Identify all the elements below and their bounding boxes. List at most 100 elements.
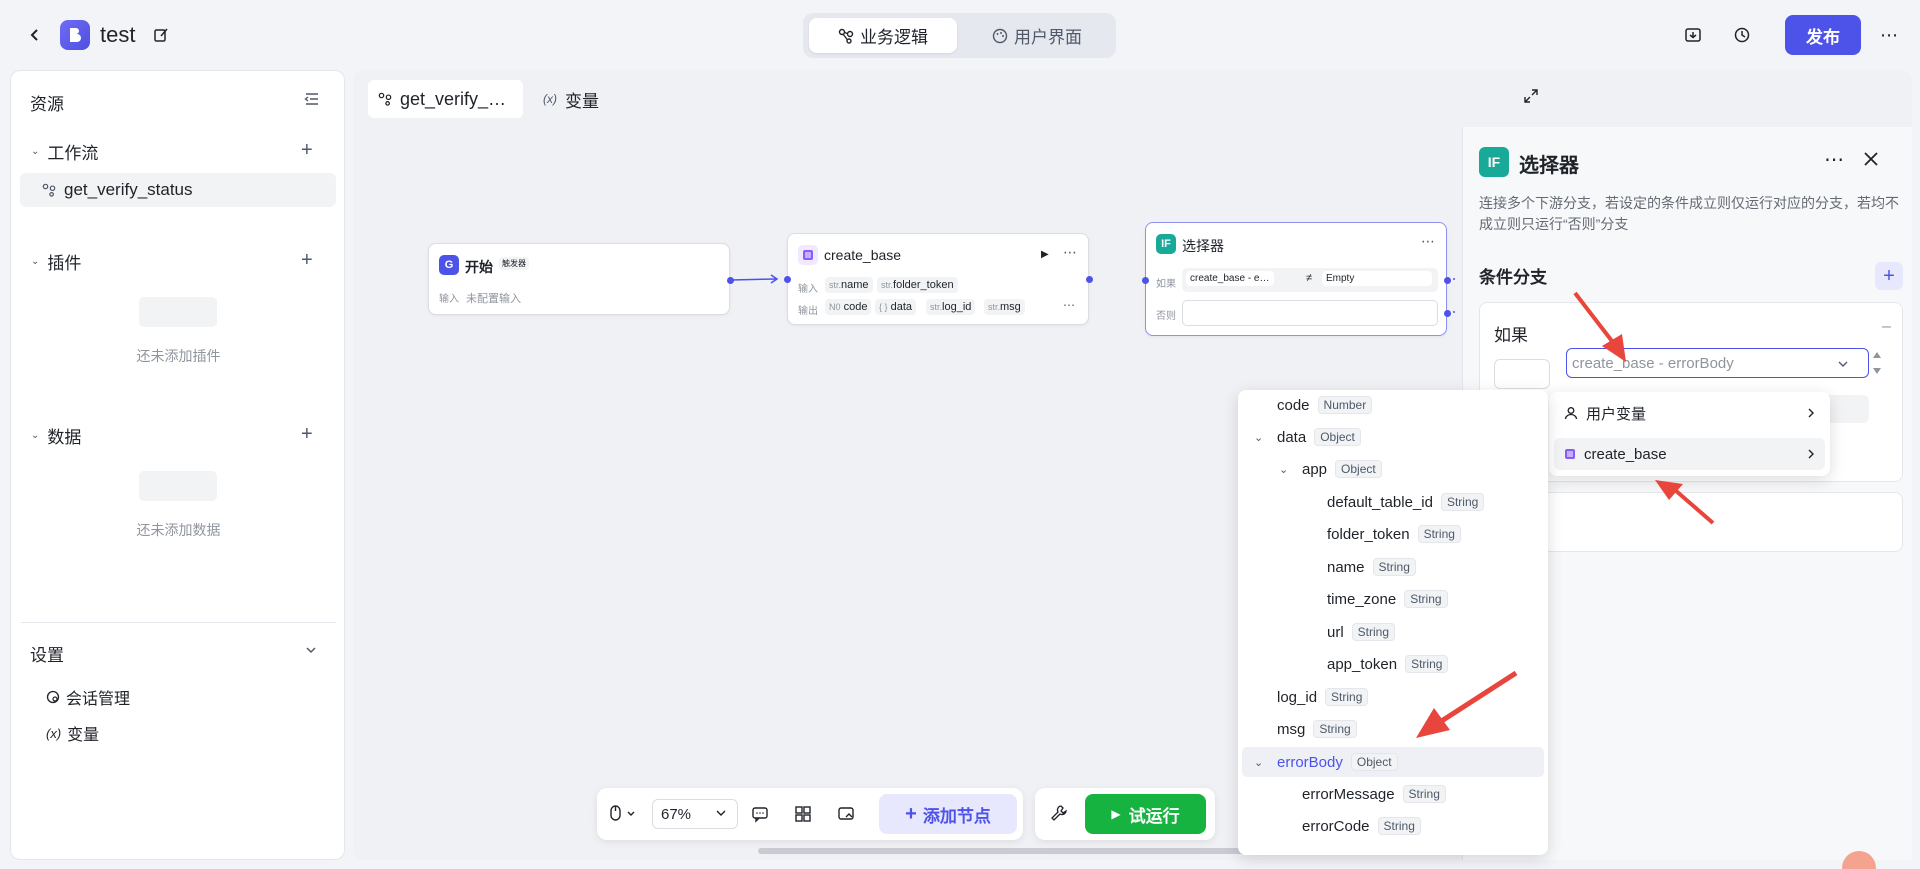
if-icon: IF bbox=[1156, 234, 1176, 254]
condition-row[interactable]: create_base - e… ≠ Empty bbox=[1182, 268, 1438, 292]
node-more-icon[interactable]: ⋯ bbox=[1063, 244, 1077, 260]
plugin-section[interactable]: ⌄ 插件 bbox=[31, 249, 81, 274]
more-outputs-icon[interactable]: ⋯ bbox=[1063, 298, 1075, 312]
start-node[interactable]: G 开始 触发器 输入 未配置输入 bbox=[428, 243, 734, 315]
run-node-icon[interactable]: ▶ bbox=[1041, 249, 1049, 260]
tab-user-interface[interactable]: 用户界面 bbox=[963, 18, 1111, 53]
avatar[interactable] bbox=[1842, 851, 1876, 869]
variable-select-value: create_base - errorBody bbox=[1572, 354, 1734, 372]
settings-item-variables[interactable]: (x) 变量 bbox=[46, 721, 99, 745]
publish-button[interactable]: 发布 bbox=[1785, 15, 1861, 55]
settings-title: 设置 bbox=[30, 646, 64, 665]
sidebar-item-workflow[interactable]: get_verify_status bbox=[20, 173, 336, 207]
condition-right: Empty bbox=[1322, 271, 1432, 286]
chevron-down-icon: ⌄ bbox=[31, 256, 40, 267]
layout-icon[interactable] bbox=[794, 805, 812, 823]
tab-business-logic[interactable]: 业务逻辑 bbox=[809, 18, 957, 53]
chevron-down-icon: ⌄ bbox=[31, 430, 40, 441]
chevron-down-icon: ⌄ bbox=[1254, 431, 1264, 444]
output-port[interactable] bbox=[1086, 276, 1093, 283]
create-base-node[interactable]: create_base ▶ ⋯ 输入 str.name str.folder_t… bbox=[784, 233, 1093, 325]
add-condition-button[interactable]: + bbox=[1875, 262, 1903, 290]
add-data-icon[interactable]: + bbox=[301, 423, 313, 445]
logic-operator-select[interactable] bbox=[1494, 359, 1550, 389]
menu-item-label: create_base bbox=[1584, 445, 1667, 463]
edit-icon[interactable] bbox=[150, 24, 172, 46]
tab-workflow[interactable]: get_verify_… bbox=[368, 80, 523, 118]
workflow-icon bbox=[42, 183, 56, 197]
wrench-icon[interactable] bbox=[1050, 804, 1068, 822]
plugin-icon bbox=[798, 245, 818, 265]
input-port[interactable] bbox=[1142, 277, 1149, 284]
output-port[interactable] bbox=[727, 277, 734, 284]
menu-item-create-base[interactable]: create_base bbox=[1554, 438, 1825, 470]
collapse-icon[interactable]: – bbox=[1882, 318, 1891, 335]
data-empty-text: 还未添加数据 bbox=[136, 522, 221, 538]
output-port[interactable] bbox=[1444, 277, 1451, 284]
tab-variables[interactable]: (x) 变量 bbox=[543, 80, 599, 118]
workflow-icon bbox=[378, 92, 392, 106]
node-more-icon[interactable]: ⋯ bbox=[1421, 233, 1435, 249]
if-branch-label: 如果 bbox=[1494, 326, 1528, 345]
horizontal-scrollbar[interactable] bbox=[758, 848, 1330, 854]
tab-variables-label: 变量 bbox=[565, 91, 599, 111]
settings-item-session[interactable]: 会话管理 bbox=[46, 685, 130, 709]
data-section[interactable]: ⌄ 数据 bbox=[31, 423, 81, 448]
condition-left: create_base - e… bbox=[1186, 271, 1274, 286]
variable-source-dropdown: 用户变量 create_base bbox=[1549, 392, 1830, 476]
output-port[interactable] bbox=[1444, 310, 1451, 317]
panel-more-icon[interactable]: ⋯ bbox=[1824, 149, 1844, 171]
output-chip: { } data bbox=[875, 299, 916, 315]
chevron-down-icon[interactable] bbox=[304, 643, 318, 657]
back-icon[interactable] bbox=[22, 22, 48, 48]
chevron-right-icon bbox=[1806, 407, 1816, 419]
test-run-button[interactable]: ▶ 试运行 bbox=[1085, 794, 1206, 834]
minimap-icon[interactable] bbox=[837, 805, 855, 823]
more-icon[interactable]: ⋯ bbox=[1880, 24, 1898, 45]
comment-icon[interactable] bbox=[751, 805, 769, 823]
start-input-label: 输入 bbox=[439, 294, 459, 305]
menu-item-label: 用户变量 bbox=[1586, 405, 1647, 423]
else-row[interactable] bbox=[1182, 300, 1438, 326]
workflow-section[interactable]: ⌄ 工作流 bbox=[31, 139, 98, 164]
settings-item-session-label: 会话管理 bbox=[66, 691, 131, 708]
zoom-select[interactable]: 67% bbox=[652, 799, 738, 829]
create-input-label: 输入 bbox=[798, 284, 818, 295]
menu-item-user-variables[interactable]: 用户变量 bbox=[1554, 397, 1825, 429]
fullscreen-icon[interactable] bbox=[1523, 88, 1539, 104]
create-base-title: create_base bbox=[824, 247, 902, 263]
archive-icon[interactable] bbox=[1680, 22, 1706, 48]
mouse-mode-icon[interactable] bbox=[609, 804, 639, 824]
stepper-icon[interactable] bbox=[1871, 348, 1883, 378]
add-plugin-icon[interactable]: + bbox=[301, 249, 313, 271]
plugin-section-label: 插件 bbox=[47, 254, 82, 273]
variable-select-input[interactable]: create_base - errorBody bbox=[1566, 348, 1869, 378]
start-node-title: 开始 bbox=[465, 259, 493, 275]
close-icon[interactable] bbox=[1863, 151, 1879, 167]
settings-item-variables-label: 变量 bbox=[67, 727, 100, 744]
collapse-sidebar-icon[interactable] bbox=[304, 91, 320, 107]
add-node-button[interactable]: + 添加节点 bbox=[879, 794, 1017, 834]
add-node-label: 添加节点 bbox=[922, 806, 991, 826]
input-port[interactable] bbox=[784, 276, 791, 283]
selector-node[interactable]: IF 选择器 ⋯ 如果 create_base - e… ≠ Empty 否则 bbox=[1142, 222, 1451, 336]
history-icon[interactable] bbox=[1729, 22, 1755, 48]
condition-branch-label: 条件分支 bbox=[1479, 268, 1547, 287]
add-workflow-icon[interactable]: + bbox=[301, 139, 313, 161]
chevron-right-icon bbox=[1806, 448, 1816, 460]
